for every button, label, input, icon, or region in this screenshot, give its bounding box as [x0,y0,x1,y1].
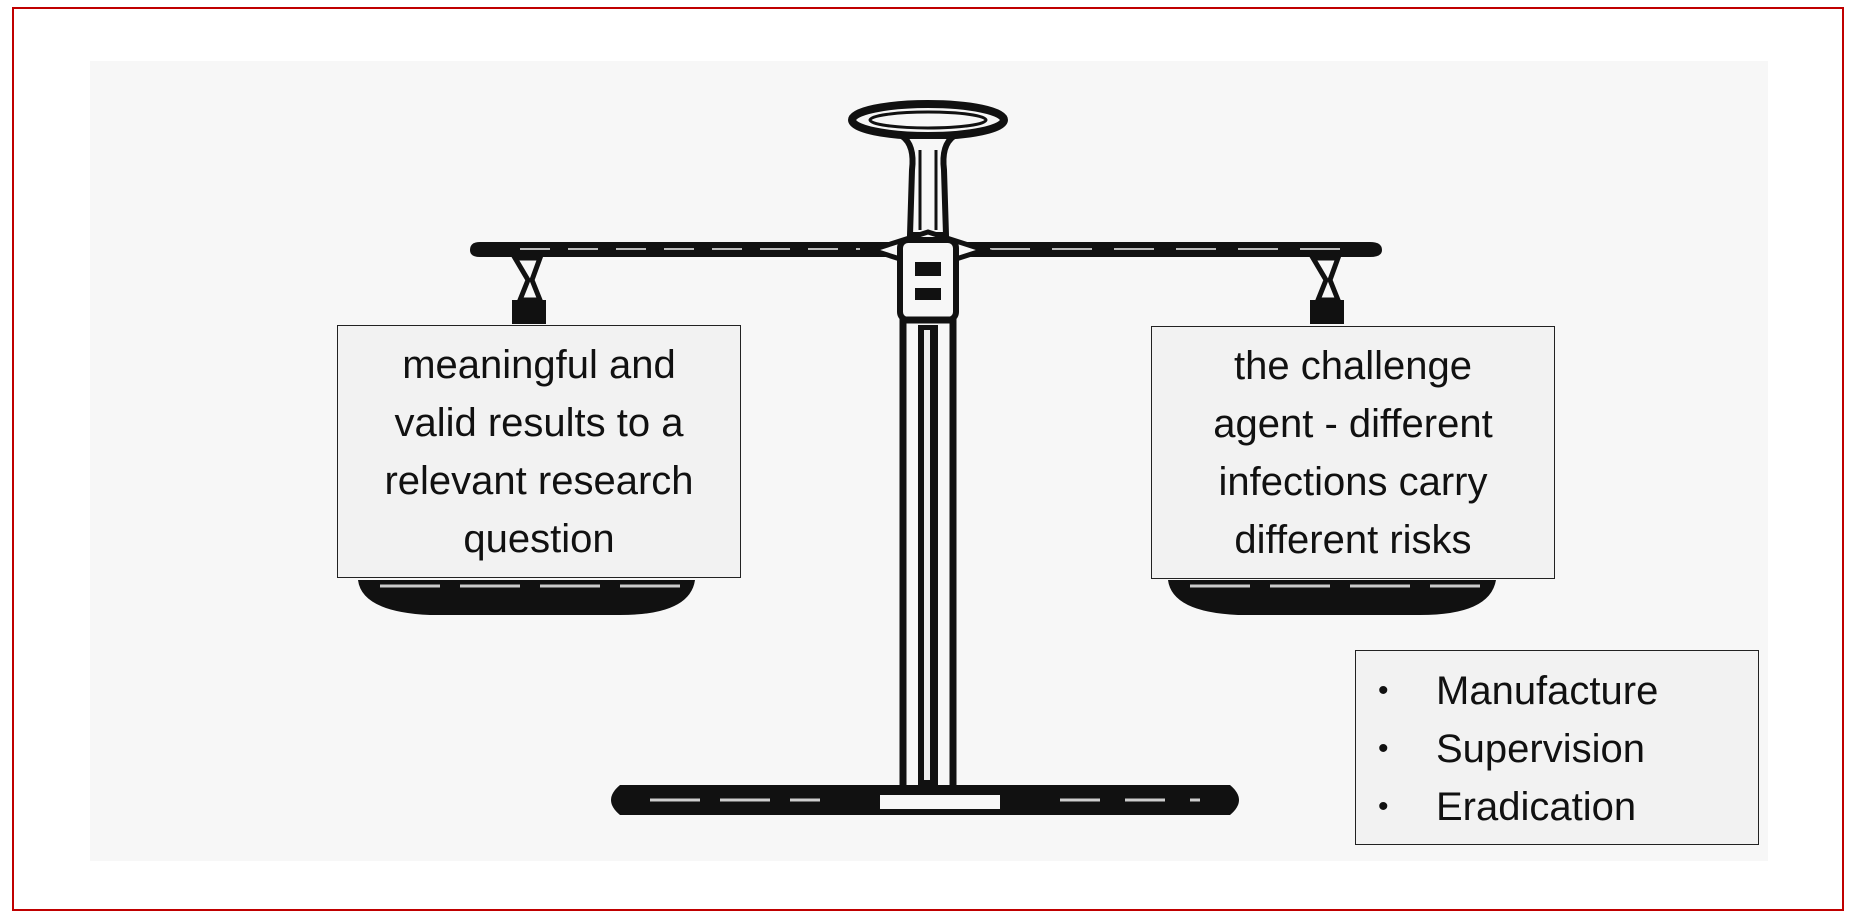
list-item-label: Eradication [1436,785,1637,829]
slide-frame [12,7,1844,911]
left-pan-label: meaningful and valid results to a releva… [337,325,741,578]
left-pan-line: relevant research [384,458,694,503]
right-pan-line: agent - different [1213,401,1493,446]
right-pan-line: the challenge [1234,343,1472,388]
list-item-label: Supervision [1436,727,1646,771]
list-item: • Supervision [1356,720,1758,778]
bullet-list: • Manufacture • Supervision • Eradicatio… [1356,651,1758,836]
left-pan-line: meaningful and [402,342,676,387]
right-pan-line: infections carry [1218,459,1488,504]
list-item: • Eradication [1356,778,1758,836]
scale-post [897,237,959,794]
bullet-icon: • [1378,732,1389,765]
right-pan [1168,580,1496,615]
list-item-label: Manufacture [1436,669,1659,713]
scale-base [611,785,1239,815]
bullet-icon: • [1378,790,1389,823]
right-pan-label: the challenge agent - different infectio… [1151,326,1555,579]
list-item: • Manufacture [1356,662,1758,720]
bullet-icon: • [1378,674,1389,707]
right-pan-line: different risks [1234,517,1472,562]
bullet-list-box: • Manufacture • Supervision • Eradicatio… [1355,650,1759,845]
scale-finial [848,100,1008,238]
right-hanger [1308,255,1344,324]
left-pan-line: question [463,516,615,561]
left-hanger [510,255,546,324]
left-pan-line: valid results to a [394,400,684,445]
left-pan [358,580,695,615]
